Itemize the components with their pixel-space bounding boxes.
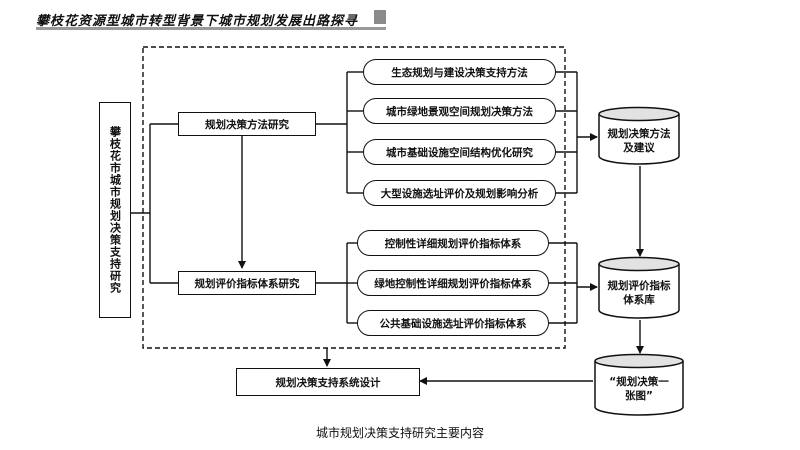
- cylinder-label: 规划决策方法 及建议: [607, 128, 671, 154]
- cylinder-label: “规划决策一 张图”: [609, 376, 669, 402]
- method-item: 城市绿地景观空间规划决策方法: [363, 98, 556, 124]
- output-indicators-cylinder: 规划评价指标 体系库: [597, 256, 681, 320]
- final-system-node: 规划决策支持系统设计: [236, 368, 420, 396]
- method-item: 生态规划与建设决策支持方法: [363, 59, 556, 85]
- indicator-item: 公共基础设施选址评价指标体系: [357, 310, 549, 336]
- output-map-cylinder: “规划决策一 张图”: [593, 353, 685, 417]
- figure-caption: 城市规划决策支持研究主要内容: [315, 426, 484, 440]
- root-node: 攀枝花市城市规划决策支持研究: [99, 102, 131, 318]
- page-header: 攀枝花资源型城市转型背景下城市规划发展出路探寻: [36, 10, 386, 29]
- cylinder-shape: [598, 106, 680, 165]
- branch-methods-node: 规划决策方法研究: [178, 112, 316, 136]
- indicator-item: 绿地控制性详细规划评价指标体系: [357, 270, 549, 296]
- scope-dashed-frame: [142, 46, 566, 349]
- header-title: 攀枝花资源型城市转型背景下城市规划发展出路探寻: [36, 14, 359, 29]
- method-item: 大型设施选址评价及规划影响分析: [363, 180, 556, 206]
- header-rule: [36, 27, 386, 30]
- branch-indicators-node: 规划评价指标体系研究: [178, 271, 316, 295]
- header-block: [374, 10, 386, 24]
- cylinder-shape: [594, 353, 684, 416]
- output-methods-cylinder: 规划决策方法 及建议: [597, 106, 681, 166]
- indicator-item: 控制性详细规划评价指标体系: [357, 230, 549, 256]
- method-item: 城市基础设施空间结构优化研究: [363, 139, 556, 165]
- cylinder-label: 规划评价指标 体系库: [607, 280, 671, 306]
- cylinder-shape: [598, 256, 680, 319]
